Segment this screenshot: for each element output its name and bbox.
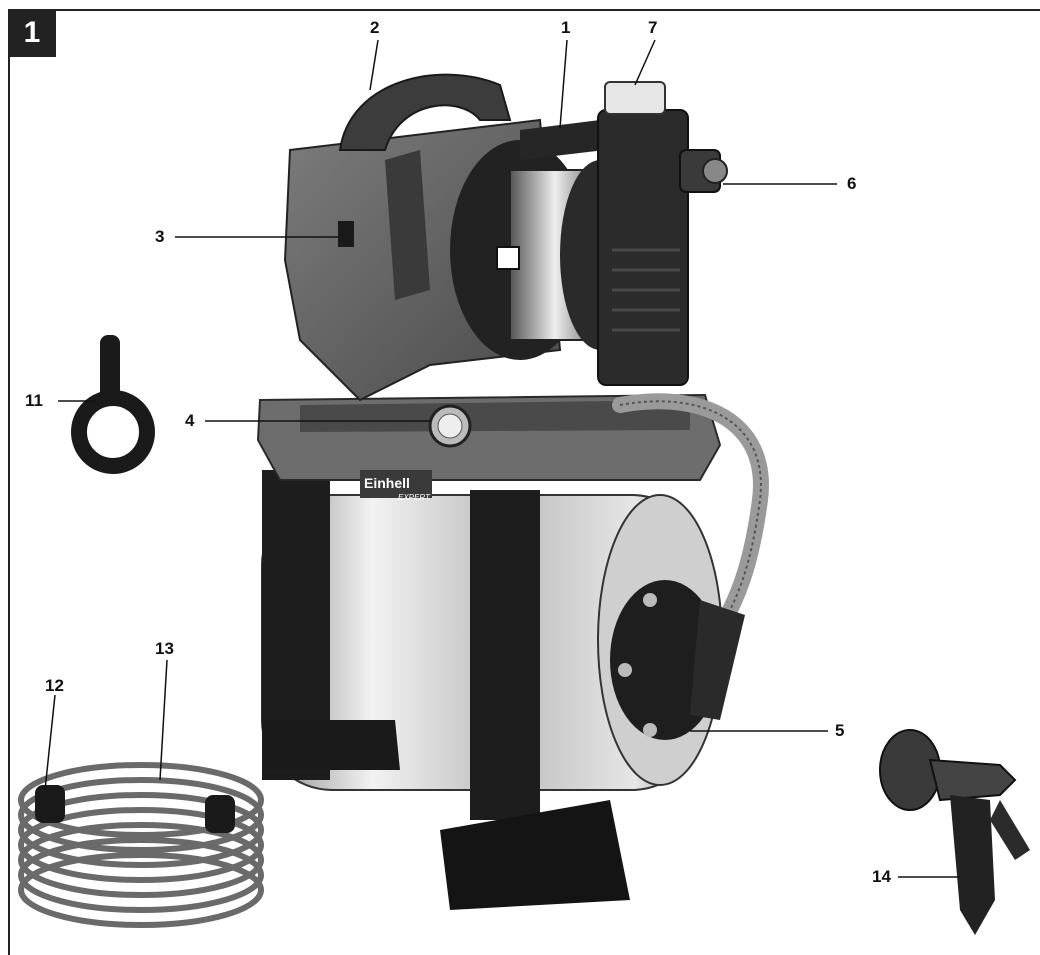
carry-handle [338, 73, 512, 151]
leader-lines [44, 39, 960, 878]
callout-7: 7 [648, 18, 658, 37]
brand-badge [496, 246, 520, 270]
filter-cap [604, 81, 666, 115]
callout-11: 11 [25, 391, 43, 410]
callout-6: 6 [847, 174, 857, 193]
figure-number-badge: 1 [8, 9, 56, 57]
callout-5: 5 [835, 721, 845, 740]
base-tray [256, 393, 722, 481]
spray-gun [879, 729, 1030, 935]
brand-logo-plate [360, 470, 432, 498]
filter-wrench [71, 335, 155, 474]
inlet-flange [610, 580, 745, 740]
callout-3: 3 [155, 227, 165, 246]
callout-14: 14 [872, 867, 891, 886]
callout-12: 12 [45, 676, 64, 695]
filter-housing [597, 81, 728, 386]
brand-sub: EXPERT [398, 493, 431, 502]
frame-border-top [56, 9, 1040, 11]
on-off-switch [338, 221, 354, 247]
callout-2: 2 [370, 18, 380, 37]
hose-connectors [35, 785, 235, 833]
tank-feet [262, 470, 630, 910]
callout-13: 13 [155, 639, 174, 658]
brand-logo: Einhell [364, 475, 410, 491]
callout-1: 1 [561, 18, 571, 37]
callout-4: 4 [185, 411, 195, 430]
pressure-gauge [428, 404, 472, 448]
pump-head [450, 120, 640, 360]
frame-border-left [8, 57, 10, 955]
garden-hose-coil [18, 762, 264, 928]
